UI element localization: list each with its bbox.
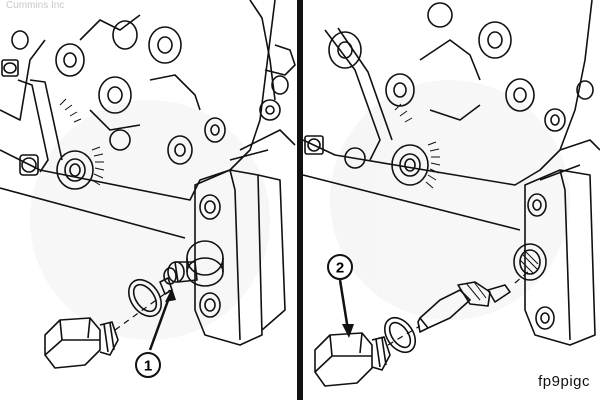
cam-lobes bbox=[11, 14, 226, 165]
block-bolt-left bbox=[1, 59, 19, 77]
callout-2-label: 2 bbox=[336, 260, 344, 277]
callout-1-label: 1 bbox=[144, 358, 152, 375]
alignment-line-right bbox=[387, 269, 531, 346]
hex-plug-left bbox=[44, 317, 119, 369]
alignment-line-left bbox=[114, 289, 171, 331]
left-panel bbox=[0, 0, 296, 369]
fuel-pump-housing bbox=[194, 169, 286, 346]
panel-divider bbox=[297, 0, 303, 400]
sealant-marks-right bbox=[394, 103, 441, 189]
callout-2: 2 bbox=[327, 254, 353, 280]
fuel-pump-housing-right bbox=[524, 169, 596, 346]
o-ring-right bbox=[383, 316, 417, 354]
callout-1: 1 bbox=[135, 352, 161, 378]
drain-boss bbox=[19, 150, 94, 190]
sealant-marks bbox=[59, 98, 105, 186]
watermark-text: Cummins Inc bbox=[6, 0, 65, 11]
drain-boss-right bbox=[391, 144, 429, 186]
callout-1-leader bbox=[148, 288, 176, 351]
hex-plug-right bbox=[314, 332, 391, 387]
figure-code: fp9pigc bbox=[538, 373, 590, 390]
cam-lobes-right bbox=[328, 2, 566, 169]
block-bolt-right bbox=[304, 135, 324, 155]
linkage-arm bbox=[229, 0, 296, 161]
sensor-port-boss bbox=[186, 240, 224, 287]
threaded-port bbox=[513, 243, 547, 281]
o-ring-left bbox=[127, 278, 163, 318]
callout-2-leader bbox=[338, 279, 354, 338]
right-panel bbox=[302, 0, 600, 387]
